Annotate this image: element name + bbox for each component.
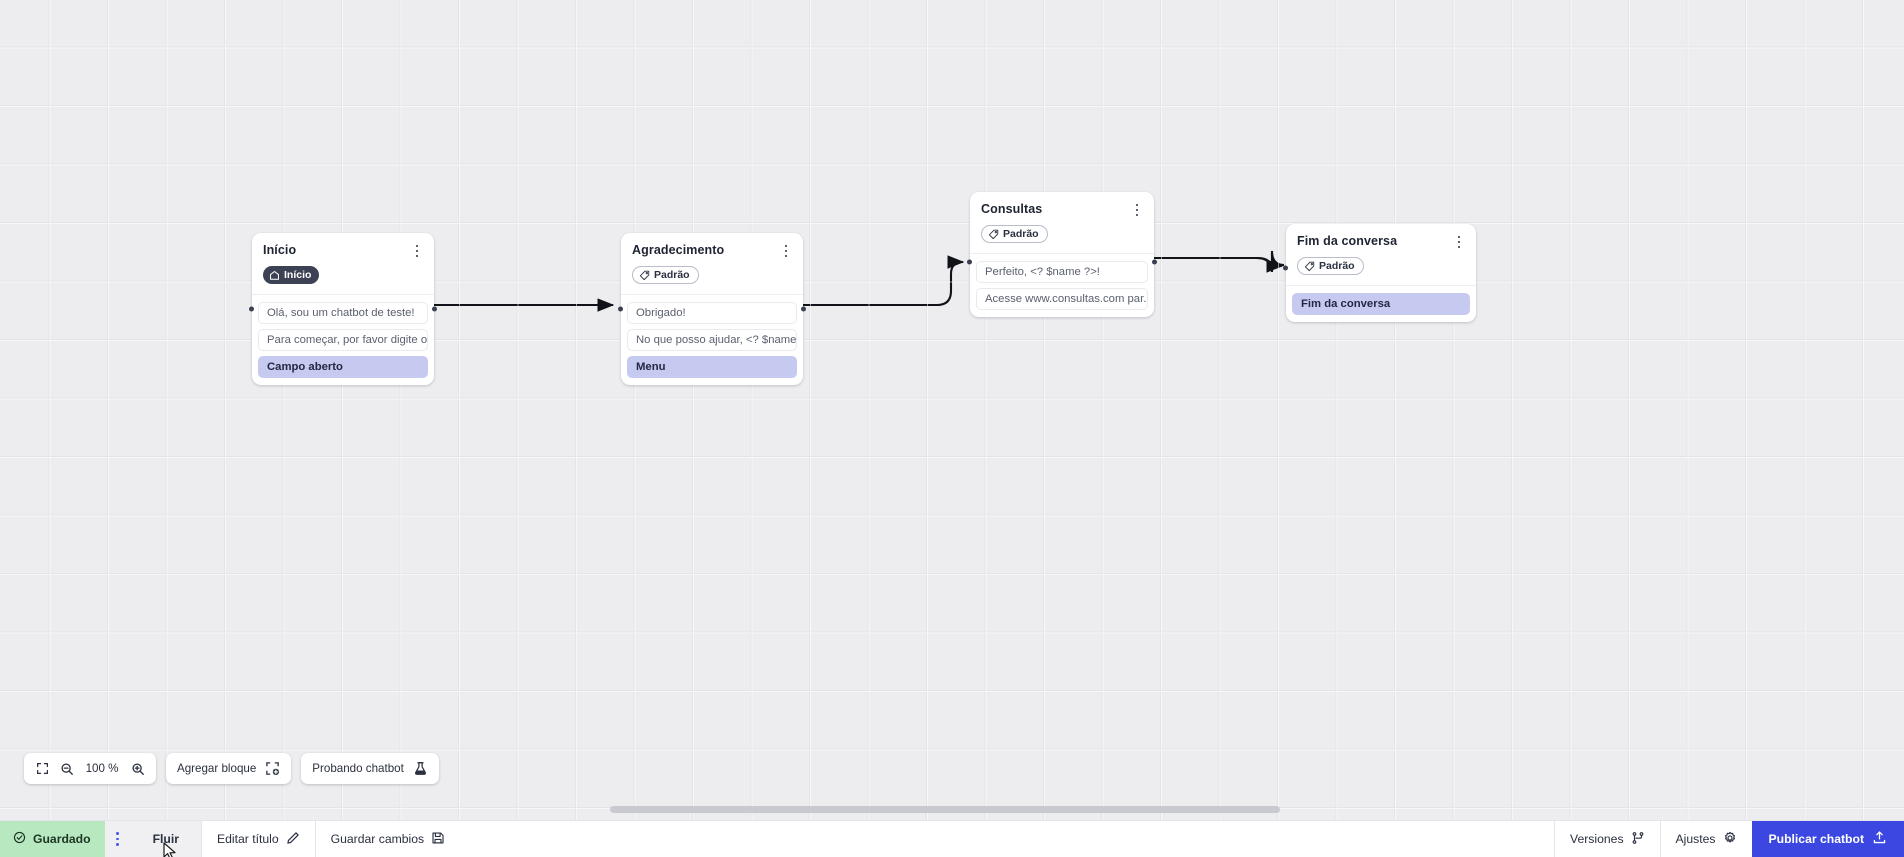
- node-badge-label: Padrão: [1003, 227, 1039, 240]
- node-menu-kebab-icon[interactable]: [1451, 233, 1467, 251]
- flask-icon: [413, 761, 428, 776]
- node-header: Início Início: [252, 233, 434, 294]
- flow-node-consultas[interactable]: Consultas Padrão Perfeito, <? $name ?>! …: [967, 192, 1157, 317]
- tag-icon: [639, 270, 650, 281]
- upload-icon: [1872, 830, 1887, 848]
- node-port-left[interactable]: [967, 259, 972, 265]
- node-port-right[interactable]: [801, 306, 806, 312]
- add-block-icon: [265, 761, 280, 776]
- edge-layer: [434, 250, 1285, 312]
- add-block-label: Agregar bloque: [177, 762, 257, 775]
- canvas-horizontal-scrollbar[interactable]: [0, 804, 1904, 814]
- node-row[interactable]: Obrigado!: [627, 301, 797, 324]
- node-port-right[interactable]: [1152, 259, 1157, 265]
- save-disk-icon: [431, 831, 445, 848]
- add-block-button[interactable]: Agregar bloque: [166, 753, 292, 784]
- edge-consultas-fim-tail: [1154, 252, 1284, 273]
- edge-agradecimento-consultas: [803, 255, 965, 307]
- node-rows: Perfeito, <? $name ?>! Acesse www.consul…: [970, 260, 1154, 310]
- divider: [1554, 821, 1556, 857]
- publish-chatbot-button[interactable]: Publicar chatbot: [1751, 821, 1904, 857]
- node-header: Consultas Padrão: [970, 192, 1154, 253]
- node-header: Agradecimento Padrão: [621, 233, 803, 294]
- save-changes-button[interactable]: Guardar cambios: [316, 821, 460, 857]
- zoom-controls: 100 %: [24, 753, 156, 784]
- node-row[interactable]: No que posso ajudar, <? $name ...: [627, 328, 797, 351]
- flow-node-fim-da-conversa[interactable]: Fim da conversa Padrão Fim da conversa: [1283, 224, 1476, 322]
- node-menu-kebab-icon[interactable]: [409, 242, 425, 260]
- branch-icon: [1631, 831, 1645, 848]
- node-badge-label: Padrão: [1319, 259, 1355, 272]
- flow-node-agradecimento[interactable]: Agradecimento Padrão Obrigado! No que po…: [618, 233, 806, 385]
- flow-canvas[interactable]: Início Início Olá, sou um chatbot de tes…: [0, 0, 1904, 820]
- edit-title-label: Editar título: [216, 832, 279, 846]
- save-changes-label: Guardar cambios: [330, 832, 425, 846]
- saved-status-label: Guardado: [33, 832, 91, 846]
- node-badge-start: Início: [263, 266, 320, 284]
- node-row[interactable]: Olá, sou um chatbot de teste!: [258, 301, 428, 324]
- node-row-accent[interactable]: Menu: [627, 355, 797, 378]
- node-rows: Olá, sou um chatbot de teste! Para começ…: [252, 301, 434, 378]
- node-rows: Fim da conversa: [1286, 292, 1476, 315]
- node-badge-label: Início: [284, 268, 312, 281]
- zoom-level-value: 100 %: [85, 762, 119, 775]
- home-icon: [269, 270, 280, 281]
- divider: [1659, 821, 1661, 857]
- node-badge-default: Padrão: [981, 225, 1048, 243]
- node-row[interactable]: Acesse www.consultas.com par...: [976, 287, 1148, 310]
- node-badge-default: Padrão: [632, 266, 699, 284]
- divider: [252, 293, 434, 295]
- flow-menu-kebab-icon[interactable]: [104, 821, 131, 857]
- node-title: Fim da conversa: [1297, 234, 1398, 248]
- tab-fluir-label: Fluir: [152, 832, 179, 846]
- node-menu-kebab-icon[interactable]: [778, 242, 794, 260]
- node-header: Fim da conversa Padrão: [1286, 224, 1476, 285]
- edge-consultas-fim: [1154, 250, 1285, 272]
- spacer: [460, 821, 1554, 857]
- divider: [200, 821, 202, 857]
- node-badge-default: Padrão: [1297, 257, 1364, 275]
- scrollbar-thumb[interactable]: [610, 806, 1280, 813]
- node-title: Consultas: [981, 202, 1043, 216]
- divider: [314, 821, 316, 857]
- node-menu-kebab-icon[interactable]: [1129, 201, 1145, 219]
- node-port-right[interactable]: [432, 306, 437, 312]
- settings-button[interactable]: Ajustes: [1661, 821, 1752, 857]
- node-badge-label: Padrão: [654, 268, 690, 281]
- flow-node-inicio[interactable]: Início Início Olá, sou um chatbot de tes…: [249, 233, 437, 385]
- node-port-left[interactable]: [249, 306, 254, 312]
- node-title: Agradecimento: [632, 243, 725, 257]
- divider: [970, 252, 1154, 254]
- versions-button[interactable]: Versiones: [1555, 821, 1660, 857]
- node-row[interactable]: Perfeito, <? $name ?>!: [976, 260, 1148, 283]
- settings-label: Ajustes: [1675, 832, 1716, 846]
- node-port-left[interactable]: [618, 306, 623, 312]
- node-rows: Obrigado! No que posso ajudar, <? $name …: [621, 301, 803, 378]
- divider: [1286, 284, 1476, 286]
- tag-icon: [1304, 261, 1315, 272]
- divider: [621, 293, 803, 295]
- canvas-toolbar: 100 % Agregar bloque P: [24, 753, 439, 784]
- saved-status-badge: Guardado: [0, 821, 105, 857]
- node-row-accent[interactable]: Fim da conversa: [1292, 292, 1470, 315]
- publish-chatbot-label: Publicar chatbot: [1768, 832, 1864, 846]
- node-row[interactable]: Para começar, por favor digite o ...: [258, 328, 428, 351]
- fit-screen-icon[interactable]: [35, 761, 50, 776]
- tab-fluir[interactable]: Fluir: [130, 821, 201, 857]
- edit-title-button[interactable]: Editar título: [202, 821, 315, 857]
- zoom-out-icon[interactable]: [59, 761, 74, 776]
- test-chatbot-button[interactable]: Probando chatbot: [301, 753, 439, 784]
- node-port-left[interactable]: [1283, 265, 1288, 271]
- gear-icon: [1723, 831, 1737, 848]
- pencil-icon: [286, 831, 300, 848]
- zoom-in-icon[interactable]: [130, 761, 145, 776]
- check-circle-icon: [13, 831, 26, 847]
- status-bar: Guardado Fluir Editar título Guardar cam…: [0, 820, 1904, 857]
- test-chatbot-label: Probando chatbot: [312, 762, 404, 775]
- tag-icon: [988, 229, 999, 240]
- node-row-accent[interactable]: Campo aberto: [258, 355, 428, 378]
- versions-label: Versiones: [1570, 832, 1624, 846]
- node-title: Início: [263, 243, 297, 257]
